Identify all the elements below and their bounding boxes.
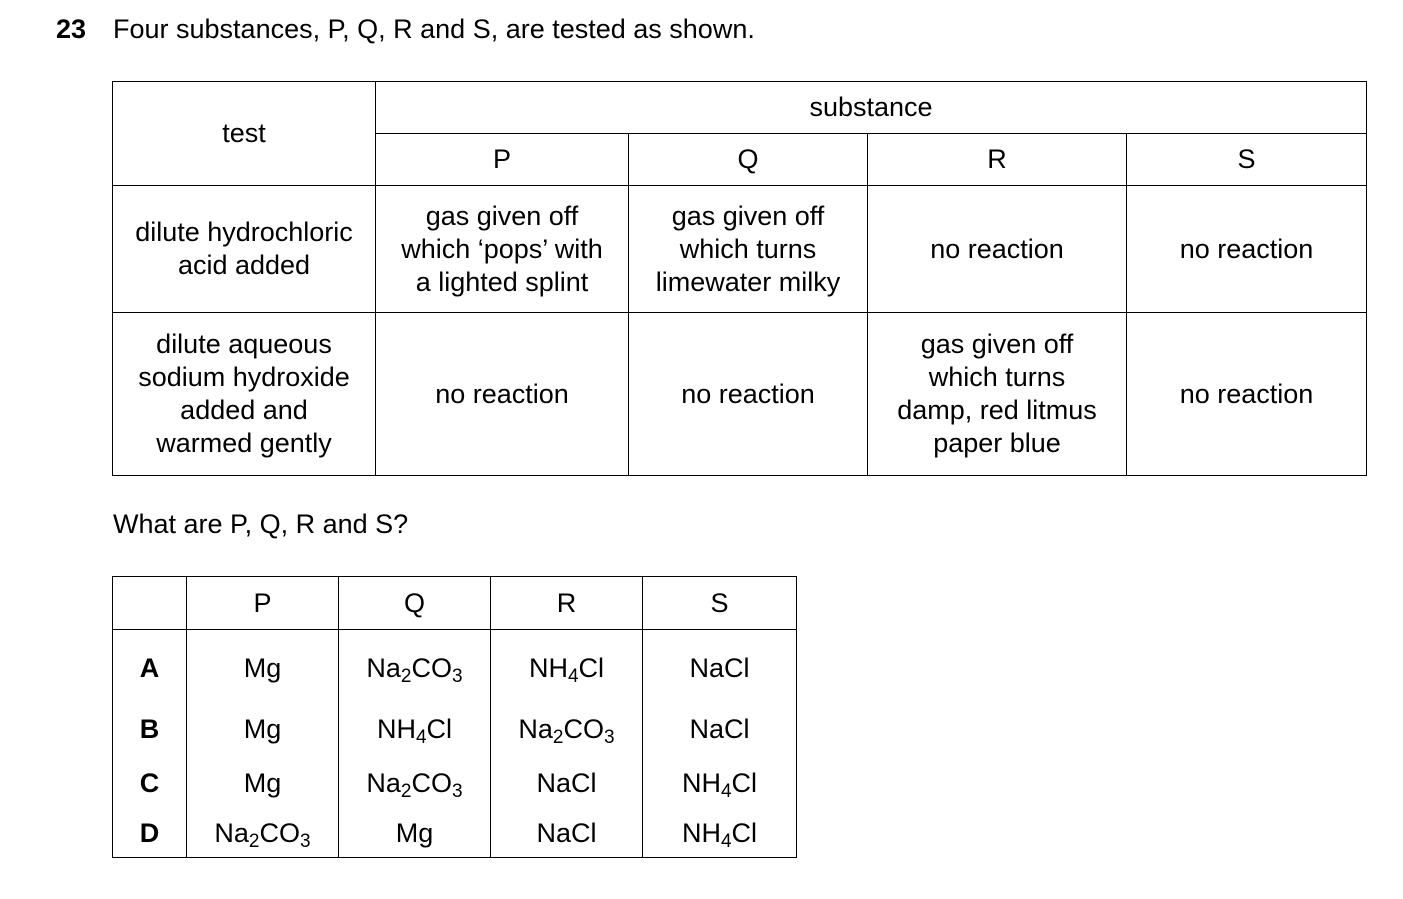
option-cell: Mg (186, 702, 339, 756)
option-cell: Mg (186, 756, 339, 810)
option-cell: NH4Cl (642, 756, 797, 810)
option-cell: NaCl (642, 702, 797, 756)
result-cell: gas given off which turns damp, red litm… (867, 312, 1127, 476)
option-row-b[interactable]: B Mg NH4Cl Na2CO3 NaCl (112, 702, 797, 756)
option-cell: Na2CO3 (186, 810, 339, 858)
question-prompt: What are P, Q, R and S? (113, 509, 409, 539)
question-number: 23 (56, 14, 87, 44)
test-name: dilute hydrochloric acid added (112, 185, 376, 313)
option-cell: NH4Cl (642, 810, 797, 858)
option-cell: Na2CO3 (490, 702, 643, 756)
option-row-c[interactable]: C Mg Na2CO3 NaCl NH4Cl (112, 756, 797, 810)
test-row-sodium-hydroxide: dilute aqueous sodium hydroxide added an… (112, 312, 1368, 476)
test-header: test (112, 81, 376, 186)
options-header-s: S (642, 576, 797, 630)
substance-header-p: P (375, 133, 629, 186)
options-header-q: Q (338, 576, 491, 630)
option-cell: Mg (186, 629, 339, 702)
options-header-blank (112, 576, 187, 630)
option-letter[interactable]: C (112, 756, 187, 810)
result-cell: no reaction (375, 312, 629, 476)
option-cell: Na2CO3 (338, 756, 491, 810)
option-cell: Na2CO3 (338, 629, 491, 702)
option-cell: NaCl (642, 629, 797, 702)
result-cell: no reaction (867, 185, 1127, 313)
substance-header: substance (374, 81, 1368, 134)
option-row-a[interactable]: A Mg Na2CO3 NH4Cl NaCl (112, 629, 797, 702)
test-row-hydrochloric-acid: dilute hydrochloric acid added gas given… (112, 185, 1368, 313)
option-letter[interactable]: D (112, 810, 187, 858)
result-cell: gas given off which ‘pops’ with a lighte… (375, 185, 629, 313)
result-cell: no reaction (1125, 312, 1368, 476)
option-cell: NaCl (490, 810, 643, 858)
question-stem: Four substances, P, Q, R and S, are test… (113, 14, 755, 44)
option-letter[interactable]: B (112, 702, 187, 756)
option-cell: NaCl (490, 756, 643, 810)
option-cell: NH4Cl (338, 702, 491, 756)
answer-options-table: P Q R S A Mg Na2CO3 NH4Cl NaCl B Mg NH4C… (112, 576, 797, 858)
option-letter[interactable]: A (112, 629, 187, 702)
option-cell: Mg (338, 810, 491, 858)
result-cell: no reaction (628, 312, 868, 476)
option-cell: NH4Cl (490, 629, 643, 702)
test-name: dilute aqueous sodium hydroxide added an… (112, 312, 376, 476)
substance-header-r: R (867, 133, 1127, 186)
substance-header-s: S (1125, 133, 1368, 186)
options-header-p: P (186, 576, 339, 630)
test-results-table: test substance P Q R S dilute hydrochlor… (112, 81, 1368, 476)
options-header-r: R (490, 576, 643, 630)
option-row-d[interactable]: D Na2CO3 Mg NaCl NH4Cl (112, 810, 797, 858)
options-header-row: P Q R S (112, 576, 797, 630)
result-cell: no reaction (1125, 185, 1368, 313)
result-cell: gas given off which turns limewater milk… (628, 185, 868, 313)
substance-header-q: Q (628, 133, 868, 186)
